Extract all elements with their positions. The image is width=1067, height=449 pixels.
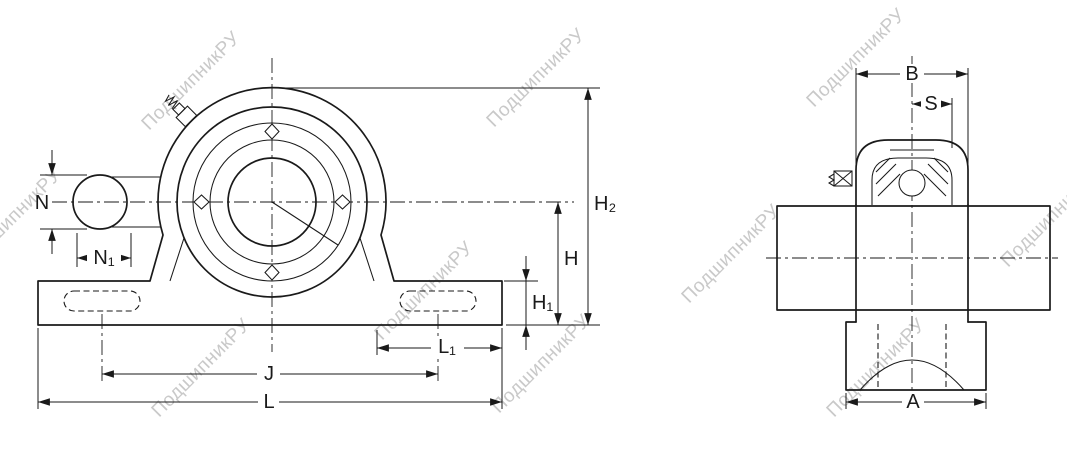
watermark-text: ПодшипникРУ — [997, 164, 1067, 271]
base-outline — [845, 321, 987, 391]
dim-label-a: A — [906, 391, 920, 413]
dim-S-label-bg — [921, 94, 941, 113]
ball-pocket-bottom — [264, 264, 280, 281]
ball-pocket-left — [193, 194, 210, 210]
dim-B-label-bg — [900, 64, 924, 83]
housing-inner-wall-lines — [169, 237, 375, 282]
side-dimensions: B S A — [845, 63, 987, 413]
bearing-radius-line — [271, 201, 339, 246]
grease-fitting-base — [175, 105, 198, 128]
set-screw-cross — [833, 170, 853, 187]
boss-connection-lines — [110, 176, 161, 228]
watermark-text: ПодшипникРУ — [483, 24, 590, 131]
front-dimensions: N N₁ L₁ J L H₂ H H₁ — [35, 87, 616, 413]
bearing-outer-ring — [176, 106, 368, 298]
set-screw-thread — [827, 173, 836, 187]
bearing-race-outer — [192, 122, 352, 282]
side-view — [766, 56, 1058, 412]
watermark-text: ПодшипникРУ — [138, 27, 245, 134]
set-screw-icon — [827, 170, 853, 187]
dim-label-h1: H₁ — [532, 292, 553, 314]
dim-N-extension-lines — [40, 174, 87, 230]
dim-label-b: B — [905, 63, 918, 85]
bearing-race-inner — [209, 139, 335, 265]
dim-L1-label-bg — [431, 338, 464, 357]
bearing-insert-outline — [871, 157, 953, 205]
side-boss — [72, 174, 128, 230]
base-relief-arc — [859, 359, 965, 391]
ball-section — [898, 169, 926, 197]
dim-N1-label-bg — [87, 248, 121, 267]
dim-B-extension-lines — [855, 68, 969, 164]
dim-L-extension-lines — [37, 328, 503, 409]
dim-J-label-bg — [257, 364, 280, 383]
ball-pocket-right — [334, 194, 351, 210]
housing-dome-outline — [855, 139, 969, 206]
watermark-text: ПодшипникРУ — [148, 314, 255, 421]
watermark-text: ПодшипникРУ — [0, 164, 66, 271]
grease-fitting-icon — [164, 94, 198, 128]
watermark-text: ПодшипникРУ — [488, 310, 595, 417]
set-screw-body — [833, 170, 853, 187]
watermark-text: ПодшипникРУ — [678, 200, 785, 307]
height-extension-lines — [280, 87, 600, 326]
bolt-slot-left — [63, 290, 141, 312]
bolt-slot-right — [399, 290, 477, 312]
grease-fitting-thread — [164, 94, 179, 110]
dim-label-l1: L₁ — [438, 336, 456, 358]
dim-label-l: L — [263, 391, 274, 413]
dim-label-n1: N₁ — [93, 247, 114, 269]
bearing-bore — [227, 157, 317, 247]
dim-label-s: S — [924, 93, 937, 115]
dim-L-label-bg — [258, 392, 279, 411]
dim-label-h2: H₂ — [594, 193, 616, 215]
shaft — [776, 205, 1051, 311]
section-hatching — [875, 157, 949, 197]
dim-label-n: N — [35, 192, 49, 214]
grease-fitting-neck — [172, 102, 186, 116]
housing-column-edges — [855, 204, 969, 323]
base-hidden-lines — [877, 324, 947, 388]
ball-pocket-top — [264, 123, 280, 140]
dim-label-h: H — [564, 248, 578, 270]
dim-label-j: J — [264, 363, 274, 385]
front-view — [37, 58, 574, 352]
dim-A-label-bg — [902, 392, 924, 411]
